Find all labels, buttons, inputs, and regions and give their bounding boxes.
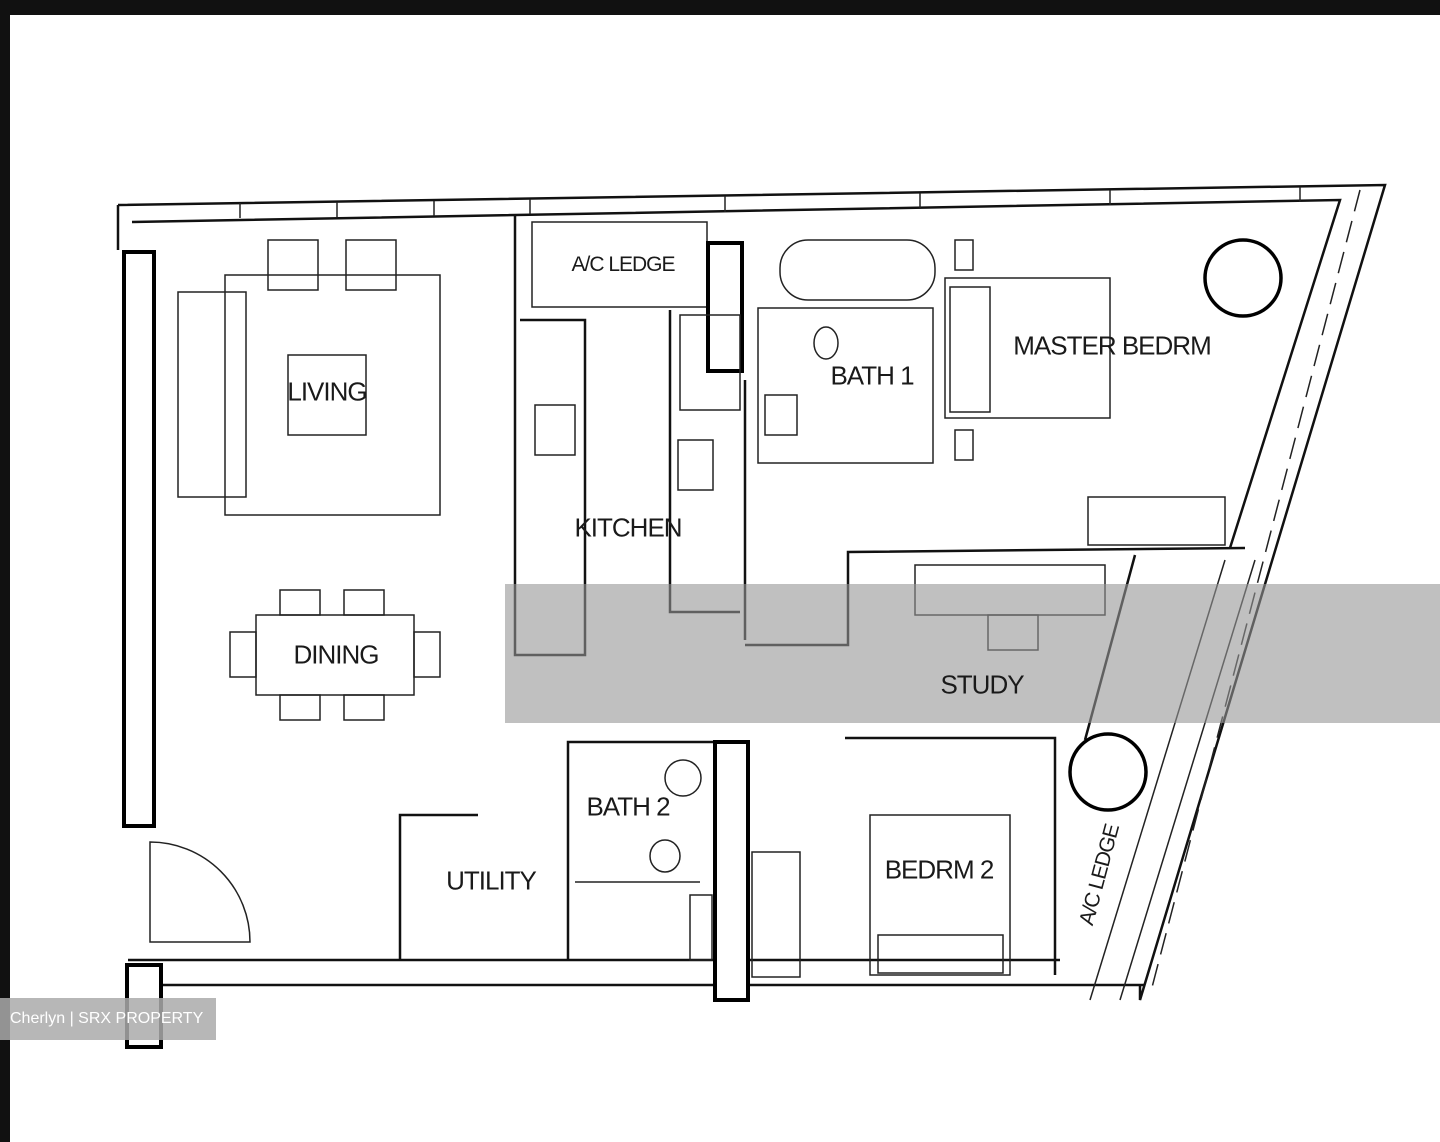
room-label-kitchen: KITCHEN — [574, 512, 682, 543]
room-label-ac-ledge: A/C LEDGE — [571, 253, 675, 276]
highlight-band — [505, 584, 1440, 723]
room-label-utility: UTILITY — [446, 865, 537, 896]
top-bar — [0, 0, 1440, 15]
room-label-bath-2: BATH 2 — [586, 791, 670, 822]
watermark: Cherlyn | SRX PROPERTY — [0, 998, 216, 1040]
room-label-dining: DINING — [293, 639, 380, 670]
left-bar — [0, 0, 10, 1142]
room-label-bedroom-2: BEDRM 2 — [884, 854, 995, 885]
room-label-master-bedroom: MASTER BEDRM — [1013, 330, 1211, 361]
room-label-living: LIVING — [287, 376, 367, 407]
room-label-study: STUDY — [940, 669, 1024, 700]
room-label-bath-1: BATH 1 — [830, 360, 914, 391]
